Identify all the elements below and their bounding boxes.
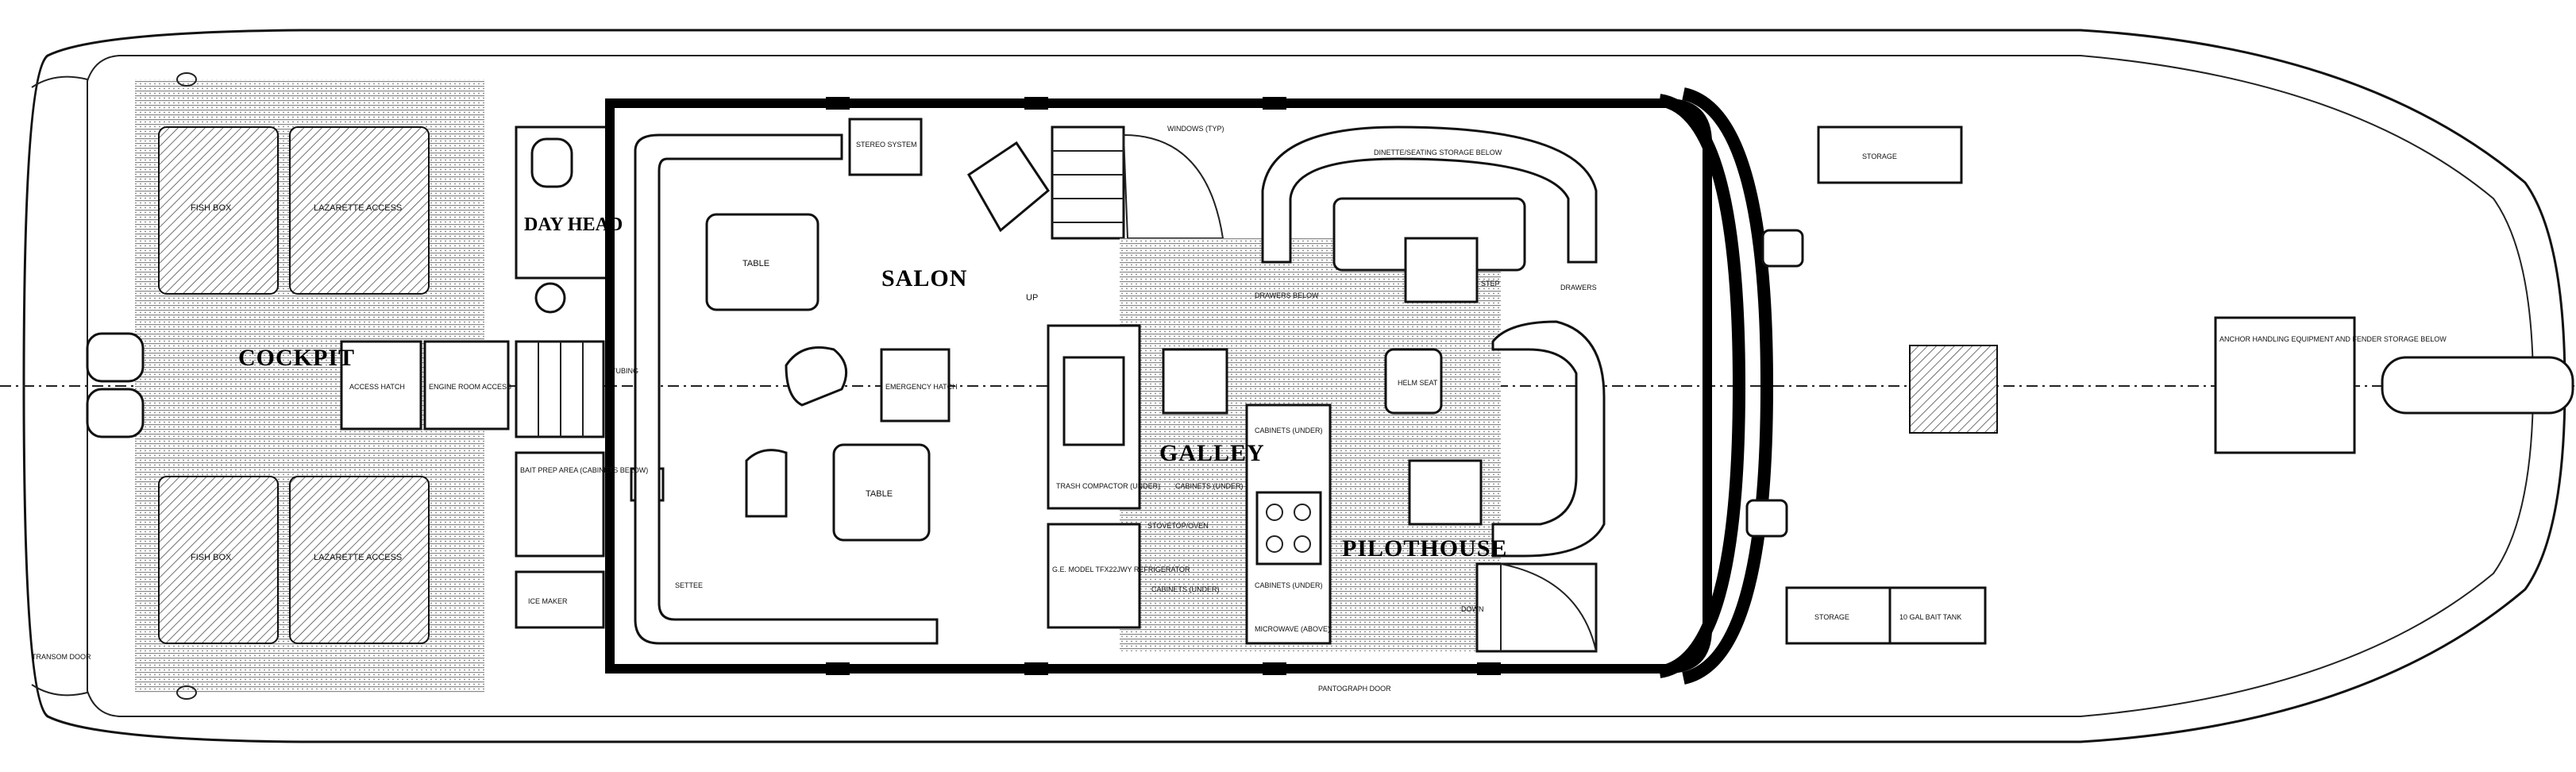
storage-top — [1817, 125, 1963, 184]
ice-maker — [515, 570, 605, 629]
label-day-head: DAY HEAD — [524, 214, 623, 235]
label-table-top: TABLE — [742, 259, 769, 268]
burner-1 — [1266, 504, 1283, 521]
label-drawers: DRAWERS — [1560, 284, 1597, 291]
spiral-stair[interactable] — [1122, 133, 1224, 239]
label-helm-seat: HELM SEAT — [1398, 379, 1438, 387]
stair-to-upper[interactable] — [967, 141, 1050, 233]
fish-box-top[interactable] — [158, 126, 279, 295]
label-storage-top: STORAGE — [1862, 152, 1897, 160]
label-settee: SETTEE — [675, 581, 703, 589]
stereo-system — [848, 118, 923, 176]
label-step: STEP — [1481, 280, 1500, 288]
engine-room-access[interactable] — [423, 340, 510, 430]
label-stereo: STEREO SYSTEM — [856, 141, 917, 149]
lazarette-top[interactable] — [289, 126, 430, 295]
forward-bulkhead-2 — [1681, 87, 1774, 685]
burner-3 — [1266, 535, 1283, 553]
forward-bulkhead — [1658, 94, 1746, 678]
head-sink — [534, 282, 566, 314]
anchor-locker[interactable] — [2214, 316, 2356, 454]
label-cabinets-2: CABINETS (UNDER) — [1255, 427, 1323, 434]
label-fish-box-top: FISH BOX — [191, 203, 232, 213]
helm-seat — [1384, 348, 1443, 415]
burner-4 — [1294, 535, 1311, 553]
forward-hatch[interactable] — [1909, 345, 1998, 434]
label-cockpit: COCKPIT — [238, 345, 355, 371]
deck-cleat-bottom — [1745, 499, 1788, 538]
cleat-aft-1 — [176, 72, 197, 87]
cleat-aft-2 — [176, 685, 197, 700]
label-cabinets-4: CABINETS (UNDER) — [1255, 581, 1323, 589]
deck-edge — [87, 55, 2535, 717]
label-cabinets-1: CABINETS (UNDER) — [1175, 482, 1244, 490]
window-markers — [826, 97, 1501, 675]
label-fish-box-bottom: FISH BOX — [191, 553, 232, 562]
trash-hatch — [1162, 348, 1228, 415]
salon-chair-2 — [745, 449, 788, 518]
storage-bottom — [1785, 586, 1892, 645]
salon-steps[interactable] — [515, 340, 605, 438]
label-table-bottom: TABLE — [866, 489, 893, 499]
label-cabinets-3: CABINETS (UNDER) — [1151, 585, 1220, 593]
label-transom-door: TRANSOM DOOR — [32, 653, 91, 661]
label-tubing: TUBING — [611, 367, 638, 375]
label-starboard-door: PANTOGRAPH DOOR — [1318, 685, 1391, 693]
label-down: DOWN — [1461, 605, 1484, 613]
label-pilothouse: PILOTHOUSE — [1342, 535, 1507, 562]
stairs-up[interactable] — [1051, 125, 1125, 240]
dinette-seating — [1261, 125, 1598, 264]
label-drawers-below: DRAWERS BELOW — [1255, 291, 1319, 299]
transom — [31, 75, 88, 697]
transom-seat-bottom — [86, 388, 145, 438]
access-hatch[interactable] — [340, 340, 422, 430]
label-ice-maker: ICE MAKER — [528, 597, 568, 605]
bait-tank — [1888, 586, 1987, 645]
lazarette-bottom[interactable] — [289, 476, 430, 644]
label-emergency-hatch: EMERGENCY HATCH — [885, 383, 958, 391]
deck-cleat-top — [1761, 229, 1804, 268]
label-lazarette-bottom: LAZARETTE ACCESS — [314, 553, 402, 562]
emergency-hatch[interactable] — [880, 348, 951, 423]
helm-step — [1408, 459, 1483, 526]
label-trash: TRASH COMPACTOR (UNDER) — [1056, 482, 1160, 490]
label-salon: SALON — [881, 265, 967, 291]
label-stovetop: STOVETOP/OVEN — [1147, 522, 1209, 530]
stovetop — [1255, 491, 1322, 565]
salon-table-bottom — [832, 443, 931, 542]
head-toilet — [530, 137, 573, 188]
salon-table-top — [705, 213, 819, 311]
dinette-drawer — [1404, 237, 1479, 303]
refrigerator — [1047, 523, 1141, 629]
label-galley: GALLEY — [1159, 440, 1265, 466]
galley-sink — [1062, 356, 1125, 446]
label-anchor: ANCHOR HANDLING EQUIPMENT AND FENDER STO… — [2219, 335, 2447, 343]
label-bait-tank: 10 GAL BAIT TANK — [1899, 613, 1961, 621]
label-up: UP — [1026, 293, 1038, 303]
label-lazarette-top: LAZARETTE ACCESS — [314, 203, 402, 213]
salon-settee-top — [634, 133, 939, 645]
label-windows: WINDOWS (TYP) — [1167, 125, 1224, 133]
label-engine-room-access: ENGINE ROOM ACCESS — [429, 383, 511, 391]
bait-prep-area — [515, 451, 605, 558]
label-ge-model: G.E. MODEL TFX22JWY REFRIGERATOR — [1052, 565, 1190, 573]
stairs-down[interactable] — [1475, 562, 1598, 653]
salon-chair-1 — [785, 346, 848, 407]
label-microwave: MICROWAVE (ABOVE) — [1255, 625, 1330, 633]
fish-box-bottom[interactable] — [158, 476, 279, 644]
label-storage-bottom: STORAGE — [1814, 613, 1849, 621]
label-access-hatch: ACCESS HATCH — [349, 383, 405, 391]
label-bait-prep: BAIT PREP AREA (CABINETS BELOW) — [520, 466, 648, 474]
label-dinette: DINETTE/SEATING STORAGE BELOW — [1374, 149, 1502, 156]
burner-2 — [1294, 504, 1311, 521]
transom-seat-top — [86, 332, 145, 383]
helm-console — [1491, 320, 1606, 558]
hull-outline — [22, 29, 2566, 743]
bow-pulpit — [2381, 356, 2574, 415]
